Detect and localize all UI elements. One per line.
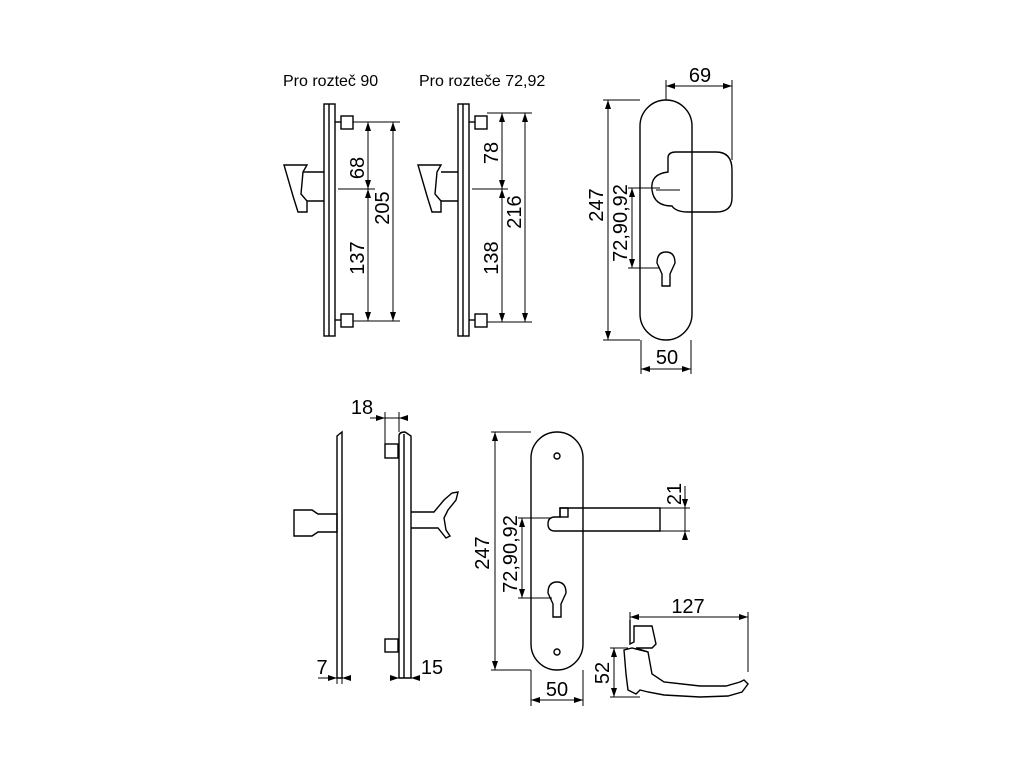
dimension-lines-lever-detail [610, 612, 749, 698]
dimension-lines-side-lever [318, 412, 420, 684]
front-view-knob: 69 247 72,90,92 50 [586, 65, 733, 374]
lever-escutcheon-plate [530, 431, 584, 671]
side-view-lever: 18 7 15 [293, 397, 459, 684]
dim-knob-width: 69 [689, 65, 711, 87]
side-view-spacing-72-92: Pro rozteče 72,92 78 1 [417, 73, 545, 337]
dim-inner-plate: 15 [421, 657, 443, 679]
cylinder-hole-top [656, 251, 676, 287]
dim-spacing-top: 72,90,92 [610, 184, 632, 262]
screw-hole-top [553, 452, 561, 460]
dim-upper-72-92: 78 [481, 142, 503, 164]
lever-body [623, 647, 749, 698]
dim-total-90: 205 [372, 191, 394, 224]
caption-spacing-72-92: Pro rozteče 72,92 [419, 73, 545, 90]
inner-lever-side [411, 491, 459, 539]
escutcheon-plate-72-92 [457, 103, 488, 337]
dim-plate-width-top: 50 [656, 347, 678, 369]
dim-lever-height: 52 [592, 662, 614, 684]
dim-total-72-92: 216 [504, 195, 526, 228]
cylinder-hole-bottom [547, 581, 567, 618]
dim-height-bottom: 247 [472, 536, 494, 569]
dim-lower-90: 137 [347, 241, 369, 274]
dim-lever-length: 127 [671, 596, 704, 618]
dim-plate-width-bottom: 50 [546, 679, 568, 701]
dimension-lines-90 [338, 121, 400, 322]
inner-plate [384, 431, 412, 679]
dim-spacing-bottom: 72,90,92 [500, 515, 522, 593]
dimension-lines-72-92 [472, 112, 532, 323]
lever-top-profile [629, 620, 657, 649]
dim-upper-90: 68 [347, 157, 369, 179]
side-view-spacing-90: Pro rozteč 90 68 [283, 73, 400, 337]
dim-height-top: 247 [586, 188, 608, 221]
knob-outline [651, 151, 733, 213]
knob-escutcheon-plate [639, 99, 693, 341]
dim-outer-plate: 7 [316, 657, 327, 679]
screw-hole-bottom [553, 648, 561, 656]
dim-lever-offset: 21 [664, 483, 686, 505]
lever-detail: 127 52 [592, 596, 749, 698]
lever-handle-front [547, 507, 661, 532]
front-view-lever: 247 72,90,92 21 50 [472, 431, 690, 706]
dimension-lines-front-lever [491, 431, 690, 706]
caption-spacing-90: Pro rozteč 90 [283, 73, 378, 90]
dim-gap: 18 [351, 397, 373, 419]
knob-side-90 [283, 164, 324, 213]
dim-lower-72-92: 138 [481, 241, 503, 274]
escutcheon-plate-90 [323, 103, 354, 337]
knob-side-72-92 [417, 164, 458, 213]
outer-plate [336, 430, 343, 679]
outer-knob-side [293, 509, 338, 537]
dimension-lines-front-knob [603, 80, 733, 374]
